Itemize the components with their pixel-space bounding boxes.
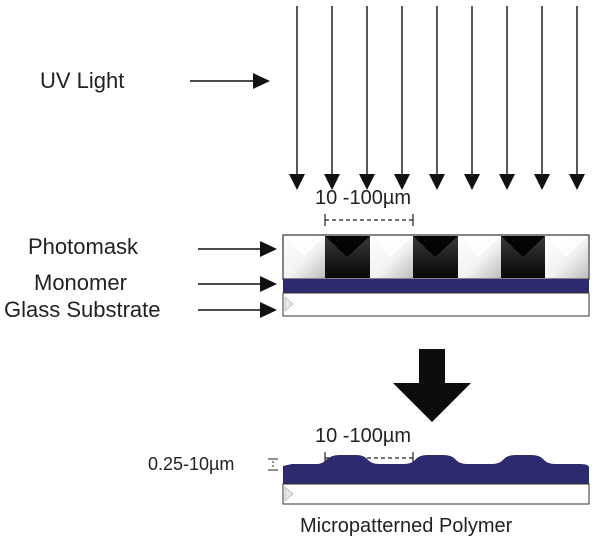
photomask-pointer-arrow: [198, 241, 277, 257]
uv-light-pointer-arrow: [190, 73, 270, 89]
feature-height-indicator: [268, 458, 278, 471]
uv-arrow: [359, 6, 375, 190]
uv-light-arrows: [289, 6, 585, 190]
uv-arrow: [324, 6, 340, 190]
uv-arrow: [534, 6, 550, 190]
uv-arrow: [394, 6, 410, 190]
process-arrow: [393, 349, 471, 422]
monomer-layer: [283, 279, 589, 293]
photomask-label: Photomask: [28, 234, 139, 259]
uv-arrow: [429, 6, 445, 190]
result-glass-substrate: [282, 483, 590, 505]
glass-substrate: [282, 292, 590, 317]
monomer-pointer-arrow: [198, 276, 277, 292]
uv-arrow: [289, 6, 305, 190]
glass-substrate-pointer-arrow: [198, 302, 277, 318]
uv-arrow: [569, 6, 585, 190]
feature-width-bottom-label: 10 -100µm: [315, 425, 412, 447]
feature-height-label: 0.25-10µm: [148, 454, 235, 474]
feature-width-top-label: 10 -100µm: [315, 187, 412, 209]
result-caption: Micropatterned Polymer: [300, 515, 513, 537]
uv-light-label: UV Light: [40, 68, 125, 93]
glass-substrate-label: Glass Substrate: [4, 297, 161, 322]
monomer-label: Monomer: [34, 270, 127, 295]
photomask: [282, 234, 590, 280]
uv-arrow: [499, 6, 515, 190]
micropatterned-polymer: [283, 455, 589, 484]
feature-width-top-bracket: [324, 214, 414, 226]
uv-arrow: [464, 6, 480, 190]
